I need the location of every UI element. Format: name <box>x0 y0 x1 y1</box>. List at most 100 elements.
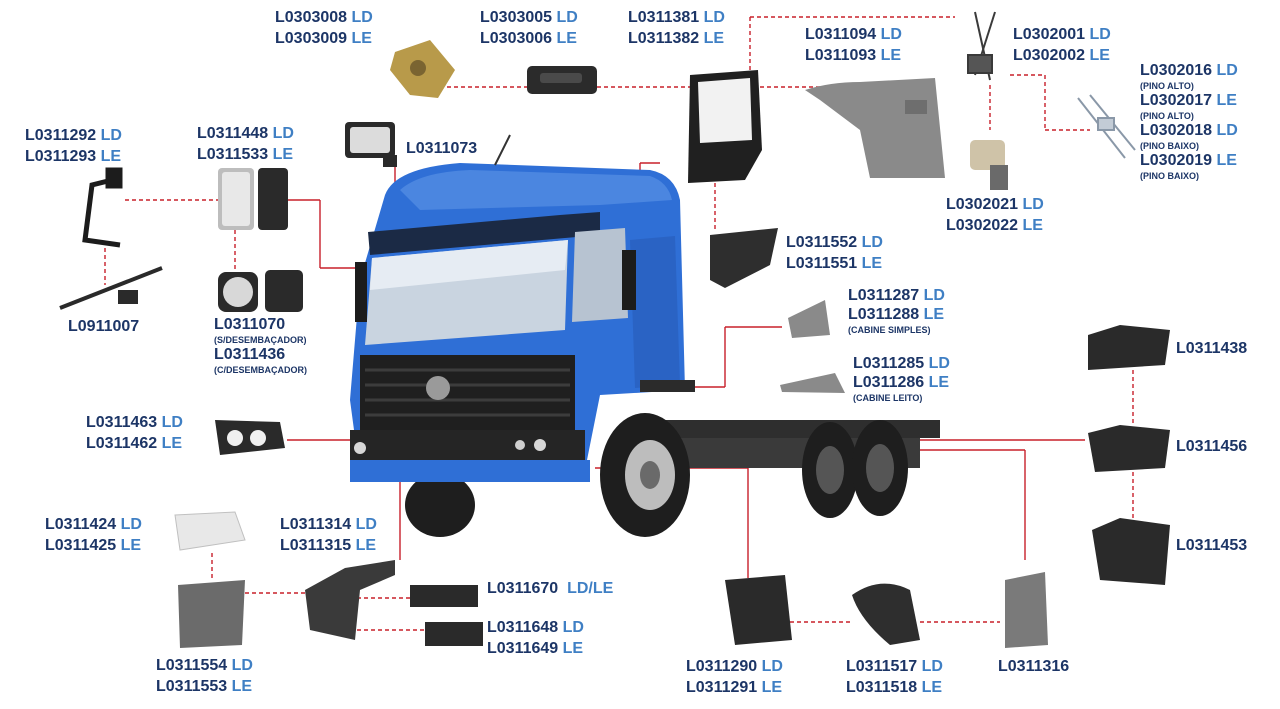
part-code-row: L0311316 <box>998 656 1069 677</box>
window-regulator-rail-part-icon <box>1077 94 1136 159</box>
part-code: L0303009 <box>275 30 348 47</box>
part-code: L0302022 <box>946 217 1019 234</box>
label-group-g10: L0302021 LD L0302022 LE <box>946 194 1044 236</box>
part-code-row: L0303008 LD <box>275 7 373 28</box>
part-code-row: L0302016 LD(PINO ALTO) <box>1140 62 1238 92</box>
side-code: LD <box>1216 122 1238 139</box>
mirror-arm-part-icon <box>82 167 123 248</box>
side-code: LE <box>1216 152 1237 169</box>
label-group-g19: L0311424 LD L0311425 LE <box>45 514 142 556</box>
part-note: (PINO ALTO) <box>1140 81 1194 91</box>
part-code-row: L0302017 LE(PINO ALTO) <box>1140 92 1238 122</box>
part-code: L0311073 <box>406 140 478 157</box>
part-code-row: L0311314 LD <box>280 514 377 535</box>
side-code: LE <box>928 374 950 391</box>
label-group-g7: L0311292 LD L0311293 LE <box>25 125 122 167</box>
label-group-g26: L0311517 LD L0311518 LE <box>846 656 943 698</box>
wheel-guard-part-icon <box>178 580 245 648</box>
small-mirror-part-icon <box>345 122 397 167</box>
mirror-pair-part-icon <box>218 168 288 230</box>
splash-guard-part-icon <box>852 583 920 645</box>
side-code: LE <box>355 537 377 554</box>
part-code: L0311670 <box>487 580 559 597</box>
part-code: L0311436 <box>214 346 286 363</box>
part-code-row: L0911007 <box>68 316 139 337</box>
part-code-row: L0311285 LD <box>853 354 950 373</box>
side-code: LD <box>231 657 253 674</box>
label-group-g16: L0311285 LD L0311286 LE(CABINE LEITO) <box>853 354 950 404</box>
side-code: LE <box>161 435 183 452</box>
tank-cover-part-icon <box>1005 572 1048 648</box>
mirror-rod-part-icon <box>59 266 163 310</box>
side-code: LE <box>703 30 725 47</box>
side-code: LE <box>923 306 945 323</box>
part-code: L0302002 <box>1013 47 1086 64</box>
side-code: LE <box>861 255 883 272</box>
part-code: L0311456 <box>1176 438 1248 455</box>
side-code: LE <box>100 148 122 165</box>
part-code: L0311290 <box>686 658 758 675</box>
label-group-g18: L0311456 <box>1176 436 1247 457</box>
side-code: LD <box>100 127 122 144</box>
side-code: LD <box>120 516 142 533</box>
part-code-row: L0303009 LE <box>275 28 373 49</box>
side-code: LE <box>761 679 783 696</box>
part-code: L0303006 <box>480 30 553 47</box>
side-code: LE <box>1022 217 1043 234</box>
part-code: L0311093 <box>805 47 877 64</box>
part-code-row: L0311293 LE <box>25 146 122 167</box>
part-code: L0311288 <box>848 306 920 323</box>
window-regulator-part-icon <box>967 11 996 81</box>
label-group-g22: L0311670 LD/LE <box>487 578 613 599</box>
side-code: LE <box>120 537 142 554</box>
part-code: L0302018 <box>1140 122 1213 139</box>
side-code: LE <box>562 640 584 657</box>
part-code: L0302019 <box>1140 152 1213 169</box>
part-code-row: L0311456 <box>1176 436 1247 457</box>
side-code: LE <box>921 679 943 696</box>
part-code: L0311425 <box>45 537 117 554</box>
part-code-row: L0311438 <box>1176 338 1247 359</box>
part-code-row: L0302022 LE <box>946 215 1044 236</box>
part-code: L0311517 <box>846 658 918 675</box>
part-code-row: L0303005 LD <box>480 7 578 28</box>
side-code: LE <box>272 146 294 163</box>
side-code: LD/LE <box>567 580 614 597</box>
battery-cover-mid-part-icon <box>1088 425 1170 472</box>
side-code: LE <box>231 678 253 695</box>
part-code: L0311518 <box>846 679 918 696</box>
part-code-row: L0311381 LD <box>628 7 725 28</box>
window-motor-part-icon <box>970 140 1008 190</box>
label-group-g5: L0302001 LD L0302002 LE <box>1013 24 1111 66</box>
side-code: LD <box>923 287 945 304</box>
mudflap-part-icon <box>725 575 792 645</box>
part-code: L0311462 <box>86 435 158 452</box>
part-code-row: L0311070(S/DESEMBAÇADOR) <box>214 316 307 346</box>
part-note: (C/DESEMBAÇADOR) <box>214 365 307 375</box>
part-code: L0311094 <box>805 26 877 43</box>
part-code: L0311453 <box>1176 537 1248 554</box>
label-group-g15: L0311438 <box>1176 338 1247 359</box>
label-group-g13: L0911007 <box>68 316 139 337</box>
part-code: L0311285 <box>853 355 925 372</box>
label-group-g20: L0311314 LD L0311315 LE <box>280 514 377 556</box>
side-code: LE <box>556 30 577 47</box>
part-code-row: L0311425 LE <box>45 535 142 556</box>
part-code-row: L0311436 (C/DESEMBAÇADOR) <box>214 346 307 376</box>
part-code: L0311316 <box>998 658 1070 675</box>
step-plate-part-icon <box>410 585 483 646</box>
part-code: L0311070 <box>214 316 286 333</box>
part-code-row: L0311290 LD <box>686 656 783 677</box>
truck-illustration-icon <box>350 134 940 537</box>
part-note: (CABINE SIMPLES) <box>848 325 931 335</box>
part-code-row: L0302002 LE <box>1013 45 1111 66</box>
part-code-row: L0311453 <box>1176 535 1247 556</box>
part-code: L0311551 <box>786 255 858 272</box>
side-code: LE <box>1089 47 1110 64</box>
part-code: L0311286 <box>853 374 925 391</box>
part-code: L0311424 <box>45 516 117 533</box>
side-code: LD <box>355 516 377 533</box>
part-code-row: L0311463 LD <box>86 412 183 433</box>
part-code: L0311314 <box>280 516 352 533</box>
